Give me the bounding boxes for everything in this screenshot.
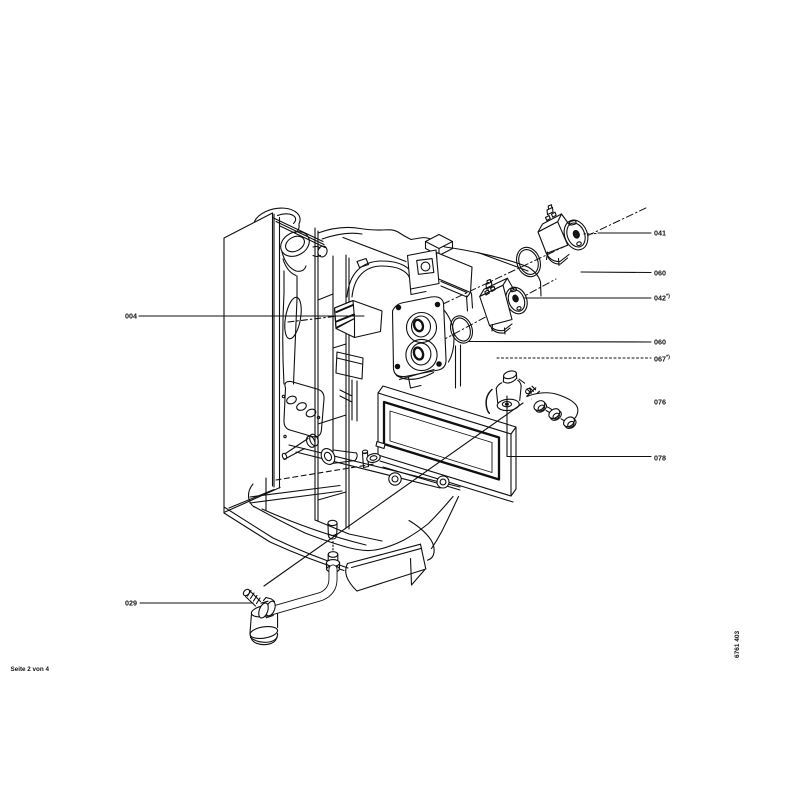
svg-text:Seite 2 von 4: Seite 2 von 4 [11,666,50,673]
svg-text:029: 029 [125,599,137,608]
svg-text:*): *) [666,294,670,300]
svg-text:078: 078 [654,454,666,463]
svg-text:004: 004 [125,312,137,321]
svg-text:6761 403: 6761 403 [734,631,741,658]
svg-text:076: 076 [654,398,666,407]
svg-text:*): *) [666,355,670,361]
svg-text:060: 060 [654,338,666,347]
svg-text:041: 041 [654,229,666,238]
svg-text:060: 060 [654,269,666,278]
svg-text:067: 067 [654,355,666,364]
svg-text:042: 042 [654,294,666,303]
